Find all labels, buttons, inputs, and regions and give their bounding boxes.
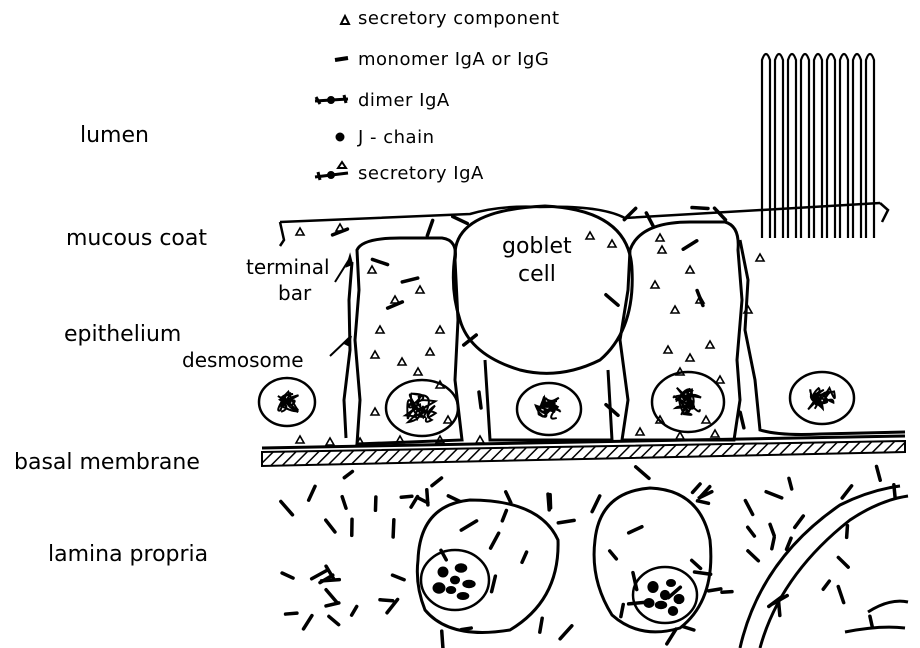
immunoglobulin-marks <box>281 208 895 648</box>
legend-jchain: J - chain <box>358 129 435 147</box>
label-goblet: goblet <box>502 236 572 258</box>
label-bar: bar <box>278 283 311 303</box>
left-cell-wall <box>344 262 352 438</box>
nuclei <box>259 372 854 436</box>
large-cell-edge <box>740 486 900 648</box>
label-basal-membrane: basal membrane <box>14 452 200 474</box>
goblet-cell <box>453 206 632 373</box>
label-desmosome: desmosome <box>182 350 304 370</box>
label-lumen: lumen <box>80 125 149 147</box>
label-lamina-propria: lamina propria <box>48 544 208 566</box>
label-mucous-coat: mucous coat <box>66 228 207 250</box>
secretory-iga-icon <box>315 162 348 180</box>
label-terminal: terminal <box>246 257 330 277</box>
dash-icon <box>335 58 348 60</box>
dimer-icon <box>315 95 348 104</box>
epithelial-cells <box>262 206 905 448</box>
label-epithelium: epithelium <box>64 324 181 346</box>
legend-secretory-iga: secretory IgA <box>358 165 484 183</box>
plasma-cell-1 <box>417 500 558 633</box>
legend-monomer: monomer IgA or IgG <box>358 51 549 69</box>
chromatin <box>278 388 835 422</box>
triangle-icon <box>341 16 349 24</box>
legend-secretory-component: secretory component <box>358 10 560 28</box>
dot-icon <box>336 133 344 141</box>
legend-dimer: dimer IgA <box>358 92 450 110</box>
label-cell: cell <box>518 264 556 286</box>
legend-symbols <box>315 16 349 180</box>
plasma-cells <box>417 486 908 648</box>
microvilli <box>762 54 874 238</box>
